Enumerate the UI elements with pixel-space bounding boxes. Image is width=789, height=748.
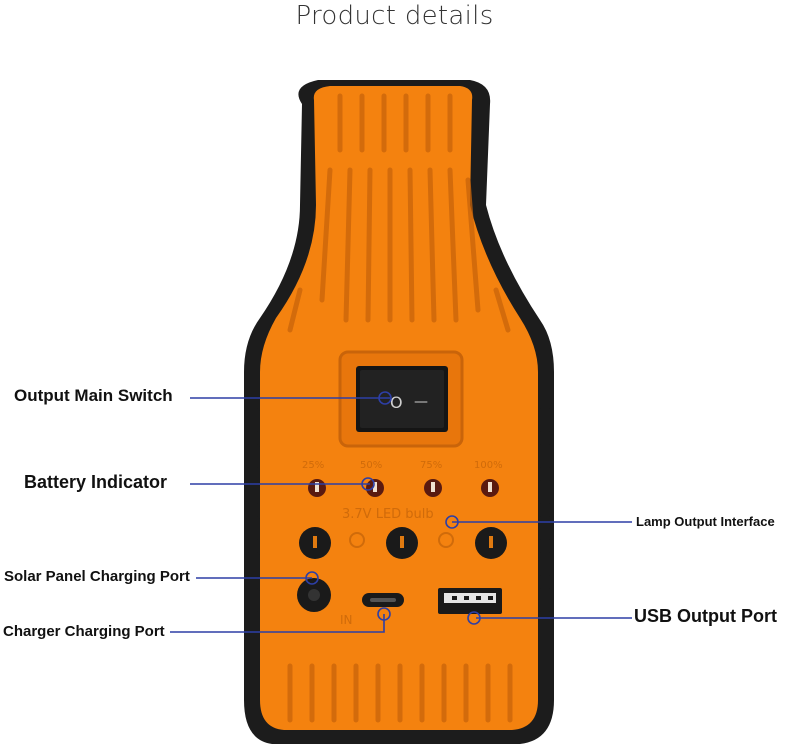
switch-off-symbol: O (390, 393, 403, 412)
battery-level-25: 25% (302, 460, 324, 471)
callout-output-main-switch: Output Main Switch (14, 386, 173, 405)
battery-level-labels: 25% 50% 75% 100% (302, 460, 503, 471)
callout-usb-output-port: USB Output Port (634, 606, 777, 626)
callout-charger-charging-port: Charger Charging Port (3, 623, 165, 640)
switch-on-symbol: — (414, 394, 428, 410)
battery-level-100: 100% (474, 460, 503, 471)
top-ribs (287, 93, 511, 333)
bottom-ribs (287, 663, 513, 723)
bulb-icons (349, 532, 454, 548)
lamp-output-jacks (299, 527, 507, 559)
page-title: Product details (295, 1, 494, 31)
callout-battery-indicator: Battery Indicator (24, 472, 168, 492)
callout-lamp-output-interface: Lamp Output Interface (636, 514, 775, 529)
lamp-voltage-text: 3.7V LED bulb (342, 507, 434, 522)
input-label: IN (340, 613, 353, 627)
battery-level-50: 50% (360, 460, 382, 471)
battery-level-75: 75% (420, 460, 442, 471)
callout-solar-panel-charging-port: Solar Panel Charging Port (4, 568, 190, 585)
